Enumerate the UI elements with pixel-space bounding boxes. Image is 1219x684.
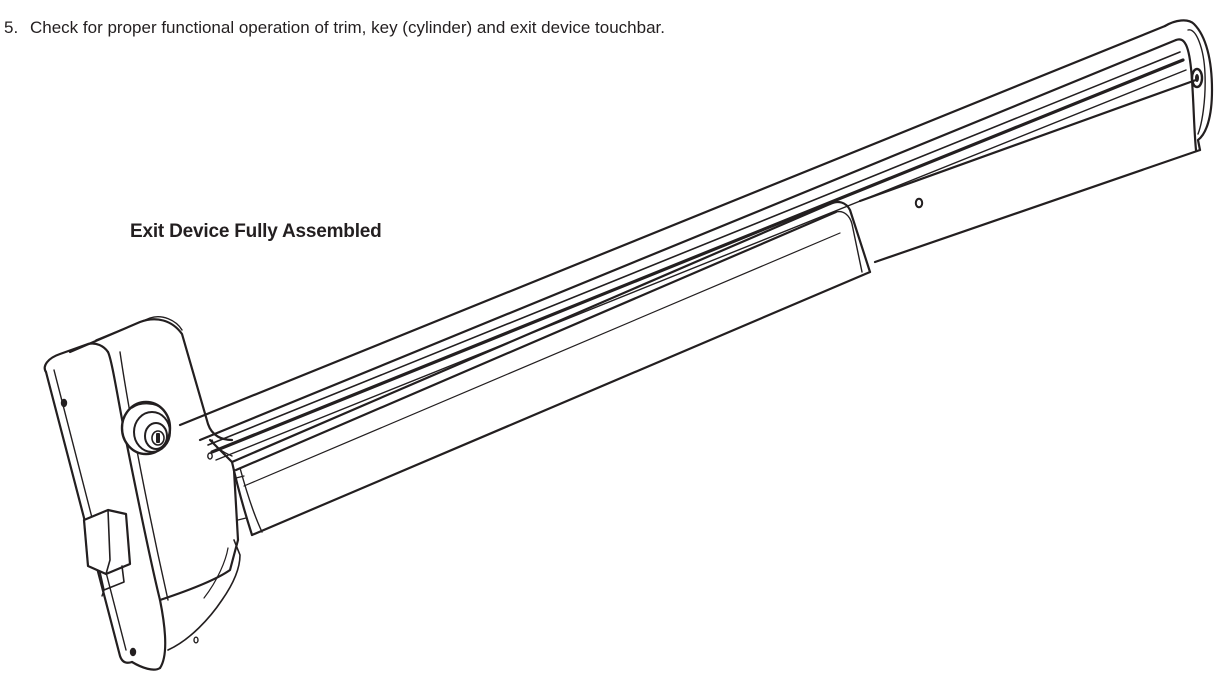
rail-screw-hole: [914, 197, 924, 209]
instruction-step-5: 5. Check for proper functional operation …: [0, 18, 665, 38]
step-text: Check for proper functional operation of…: [30, 18, 665, 37]
step-number: 5.: [4, 18, 19, 37]
latch-bolt: [82, 508, 132, 597]
rail-body: [178, 24, 1202, 461]
end-cap: [1163, 19, 1214, 152]
touchbar: [230, 200, 872, 537]
chassis-housing: [43, 316, 247, 671]
figure-caption: Exit Device Fully Assembled: [130, 221, 382, 242]
mounting-screw-holes: [60, 398, 213, 657]
key-cylinder: [120, 400, 172, 456]
